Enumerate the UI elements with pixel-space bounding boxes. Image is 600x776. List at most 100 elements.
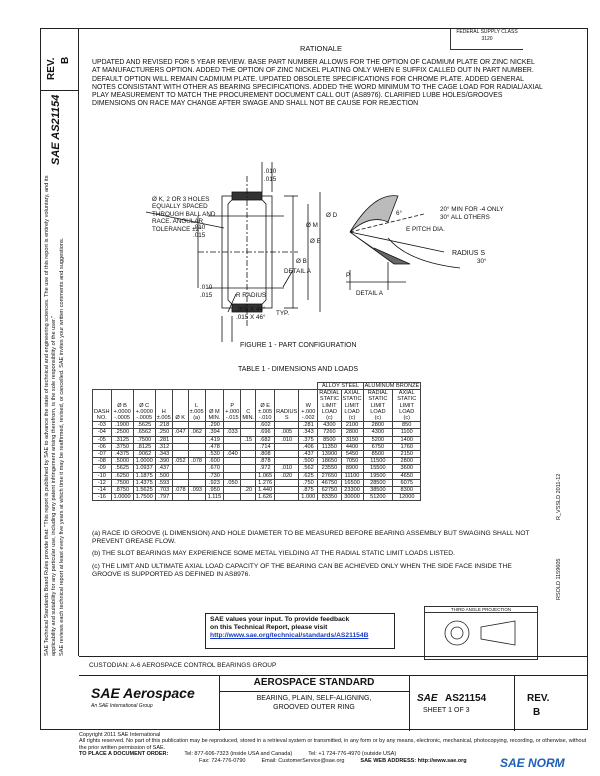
header-line: STATIC — [368, 396, 388, 403]
table-cell: -07 — [92, 450, 112, 459]
table-cell: .696 — [255, 428, 276, 437]
table-cell: -06 — [92, 442, 112, 452]
header-line: -.015 — [225, 415, 239, 422]
table-cell: -08 — [92, 457, 112, 466]
header-line: STATIC — [319, 396, 339, 403]
table-cell: 51200 — [362, 493, 394, 502]
doc-number: AS21154 — [445, 693, 487, 704]
web-address[interactable]: SAE WEB ADDRESS: http://www.sae.org — [360, 757, 467, 764]
table-cell: 3600 — [392, 464, 422, 473]
table-cell: .8125 — [132, 442, 156, 452]
sae-logo-left: SAE AS21154 — [50, 95, 62, 165]
table-cell: 1.626 — [255, 493, 276, 502]
aerospace-standard: AEROSPACE STANDARD — [253, 677, 375, 688]
table-cell — [171, 471, 189, 480]
table-cell: 18650 — [317, 457, 342, 466]
table-cell: 12000 — [392, 493, 422, 502]
detail-a-ball — [349, 195, 399, 233]
table-group-row: ALLOY STEEL ALUMINUM BRONZE — [93, 381, 422, 391]
table-title: TABLE 1 - DIMENSIONS AND LOADS — [238, 366, 359, 373]
table-cell: .218 — [154, 421, 173, 430]
rev-label-left: REV. — [46, 57, 57, 80]
table-header-cell: L±.005(a) — [187, 389, 206, 423]
table-cell: .419 — [204, 435, 225, 444]
table-header-cell: W+.000-.002 — [298, 389, 319, 423]
table-cell: 1760 — [392, 442, 422, 452]
detail-a-axis — [349, 231, 445, 253]
sae-aerospace-logo: SAE Aerospace — [91, 685, 195, 701]
table-cell — [187, 471, 206, 480]
detail-a-race — [349, 231, 411, 265]
table-cell: 1100 — [392, 428, 422, 437]
copyright: Copyright 2011 SAE International — [79, 732, 161, 738]
table-cell: .050 — [223, 478, 242, 488]
table-header-cell: Ø C+.0000-.0005 — [132, 389, 156, 423]
table-cell: 8500 — [362, 450, 394, 459]
rev-box-divider — [40, 90, 78, 91]
part-configuration-figure — [145, 162, 461, 342]
header-line: (c) — [348, 415, 356, 422]
table-cell — [171, 421, 189, 430]
table-cell: 7050 — [340, 457, 364, 466]
sheet-number: SHEET 1 OF 3 — [423, 707, 470, 714]
table-cell: .093 — [187, 486, 206, 495]
table-cell: 1.0000 — [110, 493, 134, 502]
table-cell: -16 — [92, 493, 112, 502]
table-cell: .530 — [204, 450, 225, 459]
table-cell: 16500 — [340, 478, 364, 488]
header-line: +.0000 — [135, 408, 153, 415]
table-cell: 6750 — [362, 442, 394, 452]
header-line: H — [161, 408, 166, 415]
table-cell: 23300 — [340, 486, 364, 495]
table-header-cell: Ø E±.005-.010 — [255, 389, 276, 423]
table-notes: (a) RACE ID GROOVE (L DIMENSION) AND HOL… — [92, 530, 540, 579]
table-cell — [223, 457, 242, 466]
table-cell: 7260 — [317, 428, 342, 437]
table-cell: .437 — [298, 450, 319, 459]
header-line: LOAD — [321, 408, 338, 415]
table-cell: .7500 — [132, 435, 156, 444]
projection-box: THIRD ANGLE PROJECTION — [424, 606, 538, 660]
table-cell: 19500 — [362, 471, 394, 480]
header-line: Ø K — [175, 415, 185, 422]
table-cell: .593 — [154, 478, 173, 488]
table-cell: 4300 — [362, 428, 394, 437]
table-cell: 1.0937 — [132, 464, 156, 473]
email[interactable]: Email: CustomerService@sae.org — [261, 757, 345, 764]
table-cell: .375 — [298, 435, 319, 444]
feedback-link[interactable]: http://www.sae.org/technical/standards/A… — [210, 632, 369, 639]
dim-bottom-2: .015 — [200, 292, 213, 299]
header-line: (c) — [326, 415, 333, 422]
sae-norm-watermark: SAE NORM — [500, 756, 565, 770]
table-cell: .797 — [154, 493, 173, 502]
dim-top-1: .010 — [264, 168, 277, 175]
note-c: (c) THE LIMIT AND ULTIMATE AXIAL LOAD CA… — [92, 562, 512, 578]
projection-label: THIRD ANGLE PROJECTION — [425, 607, 537, 613]
table-cell: -03 — [92, 421, 112, 430]
table-cell: .010 — [274, 435, 300, 444]
table-cell — [274, 421, 300, 430]
table-cell: .005 — [274, 428, 300, 437]
table-cell — [223, 421, 242, 430]
header-line: ±.005 — [258, 408, 273, 415]
table-cell: .808 — [255, 450, 276, 459]
sae-international-group: An SAE International Group — [91, 703, 153, 709]
table-cell — [274, 493, 300, 502]
table-cell: .5625 — [132, 421, 156, 430]
table-cell — [187, 450, 206, 459]
table-cell: 1.276 — [255, 478, 276, 488]
table-header-cell: Ø B+.0000-.0005 — [110, 389, 134, 423]
table-cell: 5450 — [340, 450, 364, 459]
table-cell: .750 — [298, 478, 319, 488]
table-cell: .600 — [204, 457, 225, 466]
table-cell: -09 — [92, 464, 112, 473]
rationale-body: UPDATED AND REVISED FOR 5 YEAR REVIEW. B… — [92, 59, 543, 108]
feedback-line1: SAE values your input. To provide feedba… — [210, 616, 350, 623]
